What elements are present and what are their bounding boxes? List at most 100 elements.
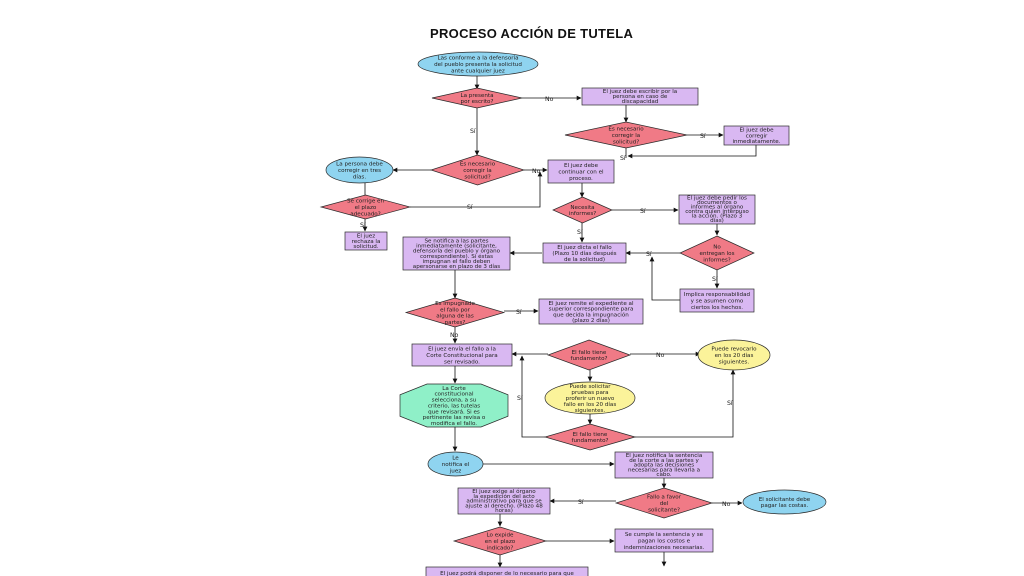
node-text: necesarias para llevarla a bbox=[628, 467, 700, 473]
node-text: Es necesario bbox=[608, 127, 644, 133]
node-text: horas) bbox=[495, 508, 513, 514]
node-text: fallo en los 20 días bbox=[564, 401, 617, 408]
node-text: El juez debe escribir por la bbox=[603, 89, 677, 95]
node-text: Necesita bbox=[570, 205, 594, 211]
node-text: documentos o bbox=[697, 200, 737, 206]
node-text: Es impugnado bbox=[435, 301, 475, 307]
edge-label: Sí bbox=[470, 127, 476, 135]
node-shape bbox=[543, 423, 637, 451]
node-text: El fallo tiene bbox=[573, 432, 608, 438]
node-text: correspondiente). Si éstas bbox=[420, 253, 493, 260]
node-shape bbox=[411, 343, 513, 367]
node-text: El juez envía el fallo a la bbox=[428, 346, 496, 353]
node-shape bbox=[404, 297, 506, 328]
node-text: Le bbox=[452, 456, 459, 462]
node-text: superior correspondiente para bbox=[549, 307, 634, 313]
node-shape bbox=[538, 298, 644, 325]
node-text: selecciona, a su bbox=[432, 398, 477, 404]
node-shape bbox=[399, 383, 509, 428]
edge-label: No bbox=[656, 352, 665, 359]
node-text: solicitante? bbox=[648, 507, 680, 513]
node-shape bbox=[742, 489, 827, 515]
node-text: (Plazo 10 días después bbox=[552, 250, 616, 257]
node-text: (plazo 2 días) bbox=[572, 317, 610, 324]
node-text: de la solicitud) bbox=[564, 257, 605, 263]
node-shape bbox=[417, 51, 539, 77]
node-shape bbox=[614, 451, 714, 479]
node-text: Implica responsabilidad bbox=[684, 292, 751, 298]
node-text: La presenta bbox=[460, 93, 493, 99]
edge-label: No bbox=[450, 332, 459, 339]
node-text: informes al órgano bbox=[691, 204, 744, 211]
node-text: continuar con el bbox=[558, 170, 604, 176]
node-text: constitucional bbox=[434, 392, 473, 398]
node-shape bbox=[429, 154, 526, 186]
node-shape bbox=[542, 242, 627, 264]
node-text: informes? bbox=[569, 211, 596, 217]
node-text: El juez dicta el fallo bbox=[557, 245, 612, 251]
node-text: Se notifica a las partes bbox=[425, 238, 489, 244]
node-text: corregir en tres bbox=[338, 168, 381, 174]
node-shape bbox=[319, 194, 412, 220]
node-text: proferir un nuevo bbox=[566, 396, 615, 402]
flow-node-r7: El juez dicta el fallo(Plazo 10 días des… bbox=[542, 242, 627, 264]
node-text: pertinente las revisa o bbox=[423, 415, 486, 421]
node-text: defensoría del pueblo y órgano bbox=[413, 248, 501, 255]
node-text: El juez debe bbox=[739, 128, 774, 134]
node-text: impugnan el fallo deben bbox=[423, 259, 491, 265]
node-text: en el plazo bbox=[485, 539, 516, 545]
node-text: El juez debe bbox=[564, 163, 599, 169]
node-text: ante cualquier juez bbox=[451, 68, 505, 74]
node-text: partes? bbox=[445, 320, 466, 326]
node-text: El juez notifica la sentencia bbox=[626, 453, 703, 459]
node-text: rechaza la bbox=[352, 239, 381, 245]
edge-label: No bbox=[545, 96, 554, 103]
node-text: solicitud. bbox=[353, 244, 378, 250]
edge-label: Sí bbox=[578, 498, 584, 506]
node-text: El juez debe pedir los bbox=[687, 196, 747, 202]
node-text: siguientes. bbox=[719, 359, 750, 365]
node-text: notifica el bbox=[442, 462, 470, 468]
node-text: ciertos los hechos. bbox=[691, 305, 743, 311]
node-text: Es necesario bbox=[460, 162, 496, 168]
node-text: El juez podrá disponer de lo necesario p… bbox=[440, 570, 574, 576]
node-text: modifica el fallo. bbox=[431, 421, 477, 427]
node-text: Puede revocarlo bbox=[711, 347, 757, 353]
node-text: corregir bbox=[746, 133, 768, 139]
node-text: en los 20 días bbox=[715, 352, 754, 359]
edge-label: Sí bbox=[646, 250, 652, 258]
node-text: el fallo por bbox=[440, 307, 470, 313]
node-shape bbox=[457, 487, 551, 515]
page-title: PROCESO ACCIÓN DE TUTELA bbox=[430, 26, 634, 41]
node-text: La Corte bbox=[442, 386, 466, 392]
node-text: la acción. (Plazo 3 bbox=[692, 213, 743, 220]
edge-label: Sí bbox=[727, 399, 733, 407]
node-text: El juez bbox=[357, 233, 375, 239]
node-text: corregir la bbox=[612, 133, 640, 139]
node-text: fundamento? bbox=[570, 356, 607, 362]
node-text: días) bbox=[710, 217, 724, 224]
node-text: solicitud? bbox=[464, 174, 490, 180]
node-text: El solicitante debe bbox=[759, 497, 811, 503]
node-shape bbox=[452, 526, 548, 556]
node-text: pagan los costos e bbox=[638, 539, 691, 545]
edge-label: Sí bbox=[577, 228, 583, 236]
